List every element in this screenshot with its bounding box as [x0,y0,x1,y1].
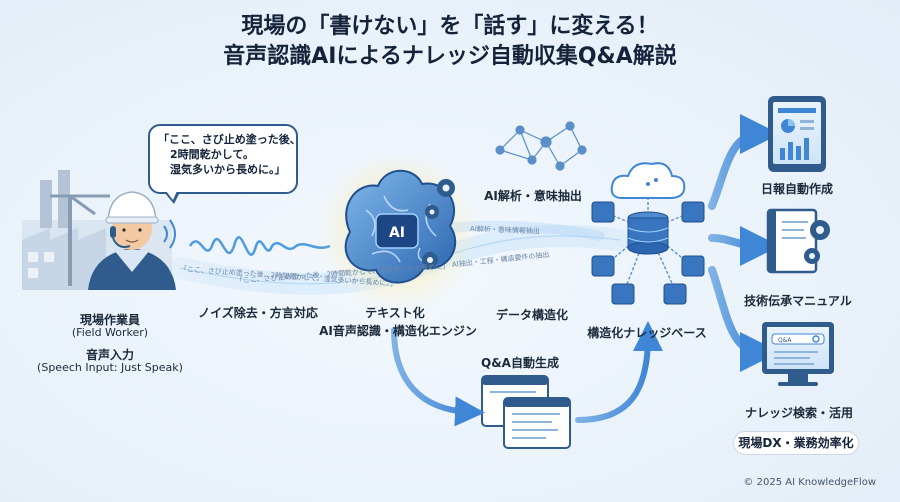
gear-icon [422,179,455,268]
noise-removal-label: ノイズ除去・方言対応 [198,306,318,320]
knowledge-base-icon [591,198,705,305]
qa-generation-label: Q&A自動生成 [481,356,559,370]
network-graph-icon [495,121,587,171]
ai-engine-label: AI音声認識・構造化エンジン [319,324,477,338]
ai-chip-label: AI [389,225,405,241]
search-box-text: Q&A [778,337,792,344]
ai-analysis-label: AI解析・意味抽出 [484,189,582,203]
daily-report-label: 日報自動作成 [760,182,833,196]
page-title: 現場の「書けない」を「話す」に変える！ 音声認識AIによるナレッジ自動収集Q&A… [0,12,900,72]
title-line-1: 現場の「書けない」を「話す」に変える！ [241,14,659,39]
data-structuring-label: データ構造化 [495,308,568,322]
field-worker-illustration [88,191,176,290]
manual-book-icon [766,208,830,274]
search-monitor-icon [762,322,834,386]
speech-line-3: 湿気多いから長めに。」 [170,163,286,176]
dx-badge: 現場DX・業務効率化 [733,431,859,455]
text-conversion-label: テキスト化 [365,306,425,320]
tablet-report-icon [768,96,826,172]
speech-bubble: 「ここ、さび止め塗った後、 2時間乾かして。 湿気多いから長めに。」 [148,124,301,204]
worker-label: 現場作業員 [79,313,140,327]
worker-label-en: (Field Worker) [71,326,149,339]
speech-line-1: 「ここ、さび止め塗った後、 [158,133,301,146]
copyright-text: © 2025 AI KnowledgeFlow [743,477,876,488]
manual-label: 技術伝承マニュアル [744,294,852,308]
speech-input-label: 音声入力 [85,348,134,362]
flow-arrows [391,114,780,427]
title-line-2: 音声認識AIによるナレッジ自動収集Q&A解説 [223,44,677,69]
qa-document-icon [481,375,571,449]
search-label: ナレッジ検索・活用 [744,406,853,420]
speech-input-label-en: (Speech Input: Just Speak) [37,361,183,374]
cloud-icon [610,162,686,199]
voice-waveform [188,236,331,256]
speech-line-2: 2時間乾かして。 [170,148,254,161]
knowledge-base-label: 構造化ナレッジベース [587,326,707,340]
sound-wave-icon [163,219,176,249]
